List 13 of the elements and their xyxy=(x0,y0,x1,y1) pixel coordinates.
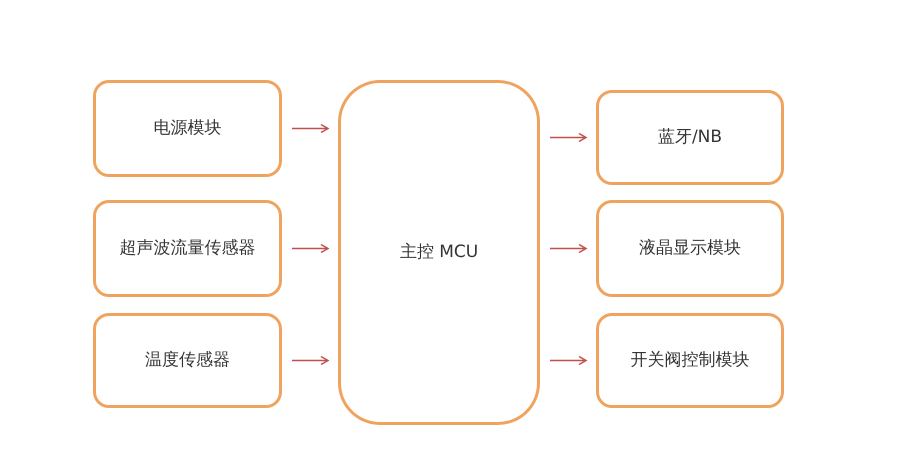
arrow xyxy=(550,356,587,366)
module-box: 液晶显示模块 xyxy=(596,200,784,297)
arrow xyxy=(550,244,587,254)
arrow xyxy=(292,356,329,366)
module-box: 电源模块 xyxy=(93,80,282,177)
controller-box: 主控 MCU xyxy=(338,80,540,425)
module-box: 开关阀控制模块 xyxy=(596,313,784,408)
module-box: 超声波流量传感器 xyxy=(93,200,282,297)
module-box: 温度传感器 xyxy=(93,313,282,408)
arrow xyxy=(550,132,587,142)
arrow xyxy=(292,124,329,134)
module-box: 蓝牙/NB xyxy=(596,90,784,185)
arrow xyxy=(292,244,329,254)
